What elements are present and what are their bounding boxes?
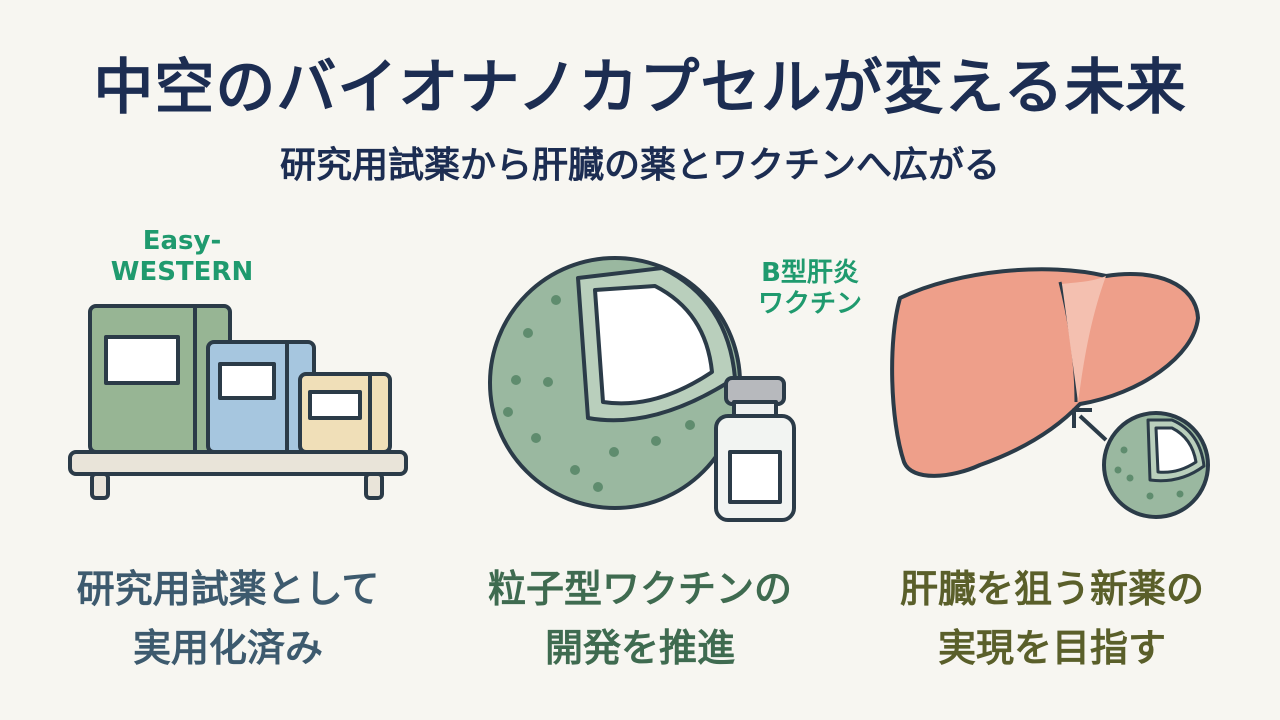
liver-lobe-highlight: [1062, 276, 1106, 402]
easy-western-label-line-1: Easy-: [142, 226, 222, 256]
hepatitis-b-vaccine-label-line-2: ワクチン: [757, 289, 862, 320]
liver-shape: [890, 267, 1200, 478]
caption-liver-drug-line-1: 肝臓を狙う新薬の: [899, 567, 1204, 611]
hepatitis-b-vaccine-label: B型肝炎 ワクチン: [740, 258, 880, 320]
easy-western-label: Easy- WESTERN: [92, 226, 272, 288]
shelf-board: [68, 450, 408, 476]
easy-western-label-line-2: WESTERN: [110, 257, 254, 288]
hepatitis-b-vaccine-label-line-1: B型肝炎: [761, 258, 859, 288]
arrow-shaft: [1078, 414, 1108, 442]
box-blue-label: [218, 362, 276, 400]
vial-label: [728, 450, 782, 504]
shelf-leg-right: [364, 472, 384, 500]
small-capsule-dots: [1114, 446, 1184, 500]
caption-particle-vaccine-line-2: 開発を推進: [544, 625, 735, 670]
caption-particle-vaccine: 粒子型ワクチンの 開発を推進: [430, 560, 850, 678]
box-beige-label: [308, 390, 362, 420]
caption-research-reagent-line-2: 実用化済み: [132, 625, 323, 670]
caption-liver-drug-line-2: 実現を目指す: [937, 625, 1166, 670]
reagent-boxes-illustration: [68, 304, 408, 500]
shelf-leg-left: [90, 472, 110, 500]
caption-research-reagent-line-1: 研究用試薬として: [76, 567, 380, 611]
caption-liver-drug: 肝臓を狙う新薬の 実現を目指す: [842, 560, 1262, 678]
small-capsule-hollow: [1154, 426, 1198, 474]
page-title: 中空のバイオナノカプセルが変える未来: [93, 53, 1187, 123]
caption-particle-vaccine-line-1: 粒子型ワクチンの: [487, 567, 792, 611]
arrow-head: [1072, 408, 1092, 428]
box-green-label: [104, 335, 180, 385]
capsule-illustration: [488, 256, 796, 522]
liver-illustration: [890, 267, 1210, 519]
caption-research-reagent: 研究用試薬として 実用化済み: [18, 560, 438, 678]
capsule-dots: [503, 295, 695, 492]
capsule-hollow-interior: [593, 284, 714, 406]
page-subtitle: 研究用試薬から肝臓の薬とワクチンへ広がる: [279, 145, 1000, 186]
